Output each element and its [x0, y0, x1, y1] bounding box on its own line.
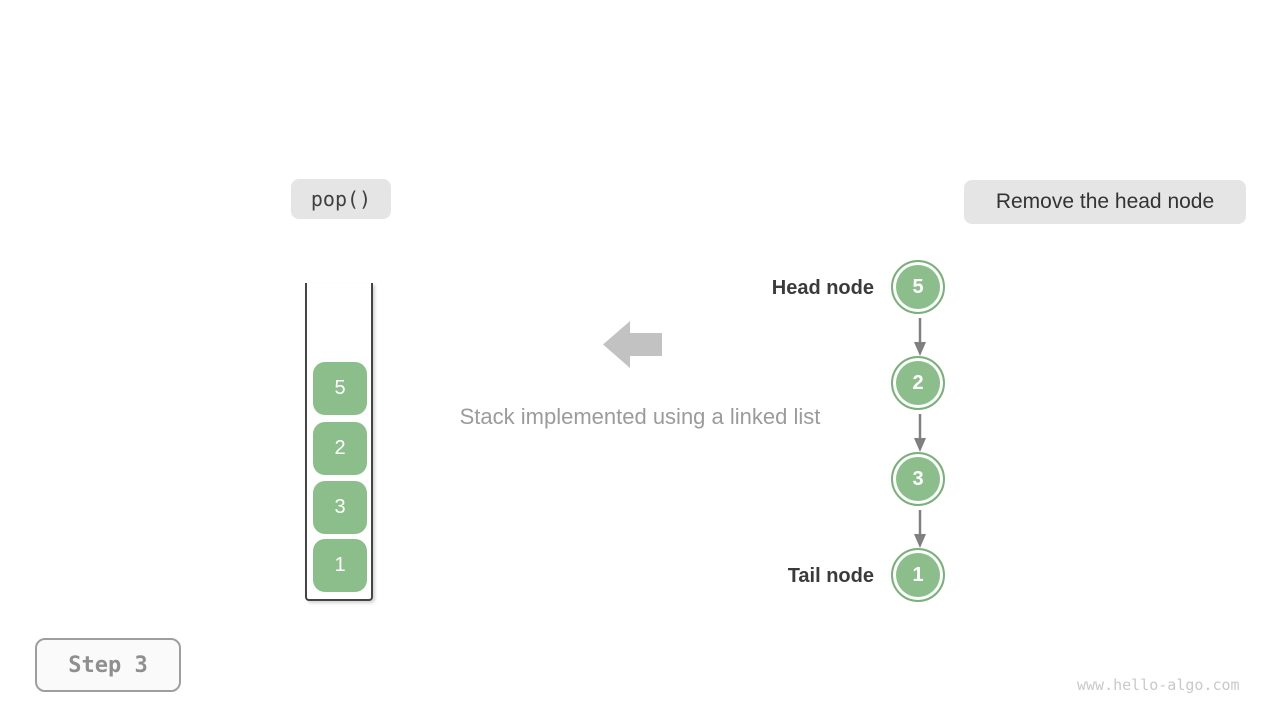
tail-node-label: Tail node: [787, 565, 874, 587]
stack-item: 1: [313, 539, 367, 592]
stack-container: 5 2 3 1: [305, 283, 373, 601]
down-arrow-icon: [914, 510, 926, 548]
action-label: Remove the head node: [964, 180, 1246, 224]
watermark-text: www.hello-algo.com: [1077, 676, 1240, 694]
stack-item: 2: [313, 422, 367, 475]
stack-item: 3: [313, 481, 367, 534]
linked-list-node: 2: [891, 356, 945, 410]
linked-list-node: 3: [891, 452, 945, 506]
linked-list-node: 1: [891, 548, 945, 602]
left-block-arrow-icon: [603, 321, 662, 368]
stack-item: 5: [313, 362, 367, 415]
operation-label: pop(): [291, 179, 391, 219]
step-indicator: Step 3: [35, 638, 181, 692]
caption-text: Stack implemented using a linked list: [459, 404, 821, 429]
linked-list-node: 5: [891, 260, 945, 314]
down-arrow-icon: [914, 318, 926, 356]
head-node-label: Head node: [771, 277, 874, 299]
down-arrow-icon: [914, 414, 926, 452]
